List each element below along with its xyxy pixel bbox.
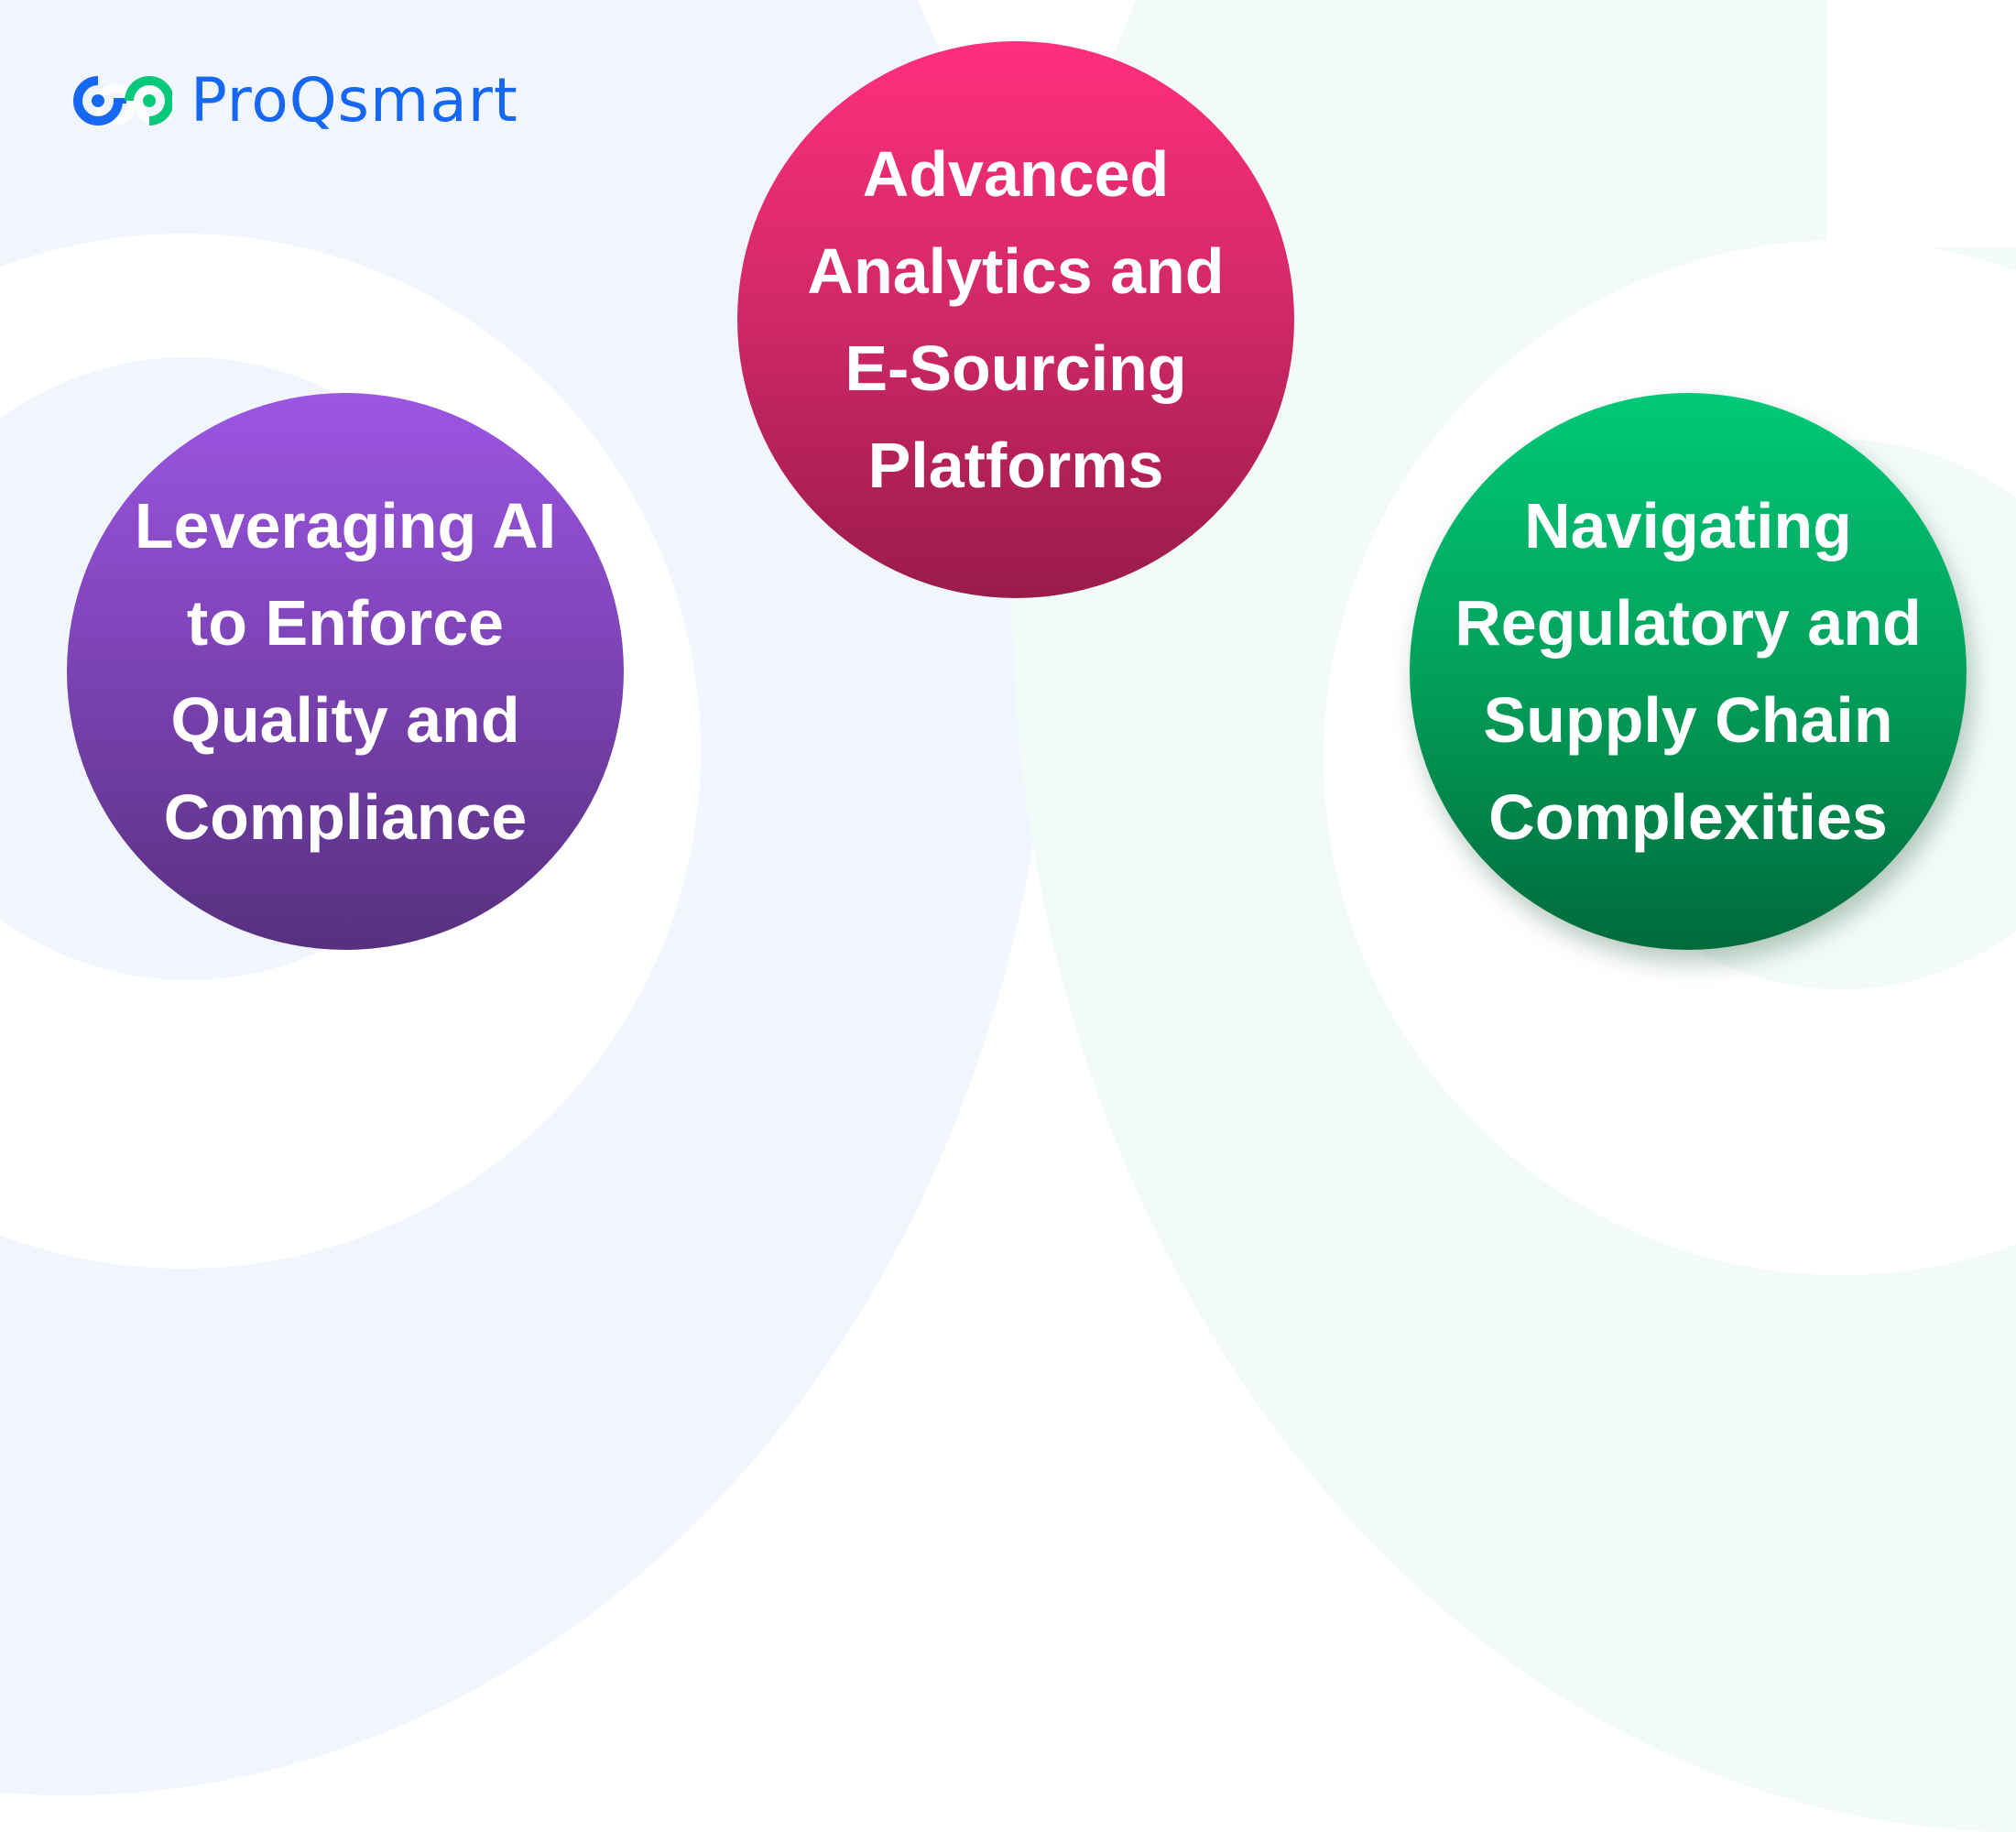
bubble-line: Compliance	[163, 781, 528, 853]
bubble-line: Leveraging AI	[134, 490, 557, 562]
background-mint-corner	[1557, 0, 1827, 241]
bubble-line: Navigating	[1524, 490, 1852, 562]
bubble-analytics: Advanced Analytics and E-Sourcing Platfo…	[737, 41, 1294, 598]
bubble-ai-quality: Leveraging AI to Enforce Quality and Com…	[67, 393, 624, 950]
brand-logo: ProQsmart	[71, 65, 518, 136]
bubble-line: E-Sourcing	[845, 333, 1187, 404]
bubble-line: Advanced	[862, 138, 1170, 210]
background-white-corner	[1827, 0, 2016, 247]
bubble-line: Quality and	[170, 684, 520, 756]
bubble-line: Analytics and	[807, 235, 1225, 307]
bubble-line: Supply Chain	[1483, 684, 1893, 756]
bubble-line: Regulatory and	[1455, 587, 1922, 659]
linked-rings-logo-icon	[71, 73, 177, 128]
bubble-line: Platforms	[867, 430, 1164, 501]
brand-name: ProQsmart	[191, 65, 518, 136]
bubble-line: to Enforce	[186, 587, 505, 659]
background-blue-corner	[0, 0, 513, 275]
bubble-line: Complexities	[1488, 781, 1888, 853]
bubble-regulatory: Navigating Regulatory and Supply Chain C…	[1410, 393, 1967, 950]
